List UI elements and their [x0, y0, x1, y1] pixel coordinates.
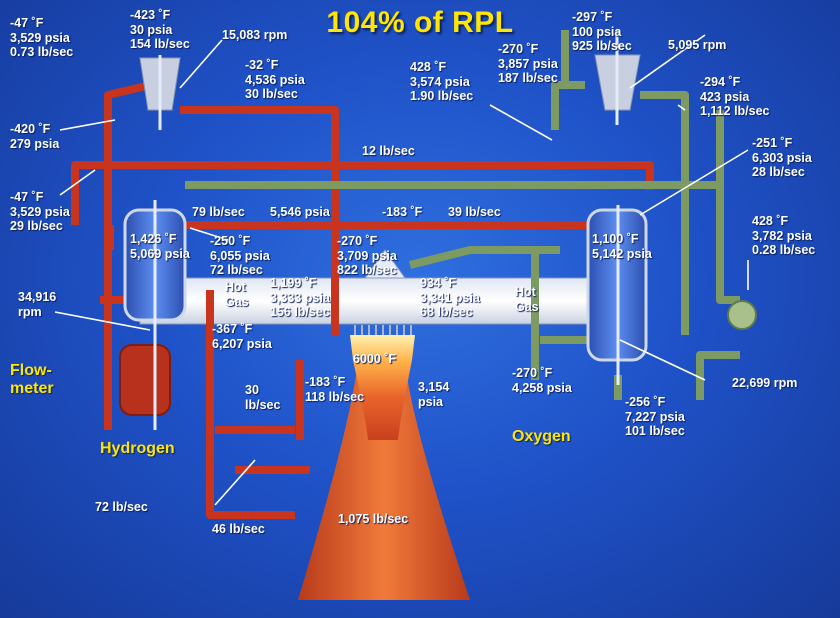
lox-inlet-label: -297 ˚F 100 psia 925 lb/sec — [572, 10, 632, 53]
hpftp-discharge-label: -367 ˚F 6,207 psia — [212, 322, 272, 351]
main-injector-dome — [364, 249, 406, 279]
pointer-arrows — [54, 34, 749, 506]
temp-minus183-top-label: -183 ˚F — [382, 205, 423, 219]
manifold-in-label: -270 ˚F 3,709 psia 822 lb/sec — [337, 234, 397, 277]
hot-gas-left-values: 1,199 ˚F 3,333 psia 156 lb/sec — [270, 276, 330, 319]
hydrogen-label: Hydrogen — [100, 440, 175, 457]
hpftp-rpm-label: 34,916 rpm — [18, 290, 57, 319]
nozzle-bell — [298, 360, 470, 600]
flow-79-label: 79 lb/sec — [192, 205, 245, 219]
gox-values-label: 428 ˚F 3,574 psia 1.90 lb/sec — [410, 60, 474, 103]
psia-5546-label: 5,546 psia — [270, 205, 330, 219]
hpotp-rpm-label: 22,699 rpm — [732, 376, 798, 390]
hot-gas-right-values: 934 ˚F 3,341 psia 68 lb/sec — [420, 276, 480, 319]
fuel-turbine-out-label: -32 ˚F 4,536 psia 30 lb/sec — [245, 58, 305, 101]
hot-gas-manifold — [139, 277, 641, 325]
fuel-pump-volutes — [119, 344, 171, 416]
lp-fuel-rpm-label: 15,083 rpm — [222, 28, 288, 42]
page-title: 104% of RPL — [326, 6, 514, 39]
injector-elements — [354, 325, 412, 340]
h2-pump-inlet-label: -423 ˚F 30 psia 154 lb/sec — [130, 8, 190, 51]
flow-72-label: 72 lb/sec — [95, 500, 148, 514]
flow-12-label: 12 lb/sec — [362, 144, 415, 158]
gox-pressurant-label: 428 ˚F 3,782 psia 0.28 lb/sec — [752, 214, 816, 257]
lox-minus251-label: -251 ˚F 6,303 psia 28 lb/sec — [752, 136, 812, 179]
fuel-minus47-label: -47 ˚F 3,529 psia 29 lb/sec — [10, 190, 70, 233]
lpotp-rpm-label: 5,095 rpm — [668, 38, 727, 52]
flow-30-label: 30 lb/sec — [245, 383, 281, 412]
h2-inlet-label: -47 ˚F 3,529 psia 0.73 lb/sec — [10, 16, 74, 59]
chamber-psia-label: 3,154 psia — [418, 380, 450, 409]
flow-46-label: 46 lb/sec — [212, 522, 265, 536]
ox-preburner-label: 1,100 ˚F 5,142 psia — [592, 232, 652, 261]
lox-minus294-label: -294 ˚F 423 psia 1,112 lb/sec — [700, 75, 770, 118]
flowmeter-label: Flow- meter — [10, 362, 54, 397]
combustion-plume — [350, 335, 415, 440]
fuel-minus420-label: -420 ˚F 279 psia — [10, 122, 60, 151]
lox-return-label: -270 ˚F 3,857 psia 187 lb/sec — [498, 42, 558, 85]
total-flow-label: 1,075 lb/sec — [338, 512, 409, 526]
hot-gas-right-label: Hot Gas — [515, 285, 539, 314]
preburner-fuel-in-label: -250 ˚F 6,055 psia 72 lb/sec — [210, 234, 270, 277]
flow-39-label: 39 lb/sec — [448, 205, 501, 219]
nozzle-coolant-label: -183 ˚F 118 lb/sec — [305, 375, 365, 404]
hpotp-discharge-label: -270 ˚F 4,258 psia — [512, 366, 572, 395]
fuel-preburner-label: 1,426 ˚F 5,069 psia — [130, 232, 190, 261]
hot-gas-left-label: Hot Gas — [225, 280, 249, 309]
heat-exchanger — [727, 300, 757, 330]
combustion-temp-label: 6000 ˚F — [353, 352, 397, 366]
lox-minus256-label: -256 ˚F 7,227 psia 101 lb/sec — [625, 395, 685, 438]
oxygen-label: Oxygen — [512, 428, 571, 445]
